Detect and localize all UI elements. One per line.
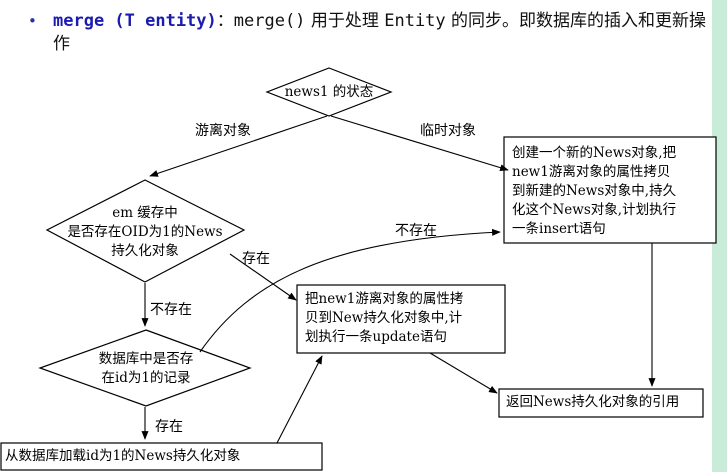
decision-db-label: 数据库中是否存 在id为1的记录 — [46, 350, 246, 388]
edge-label-db-exists: 存在 — [155, 419, 183, 435]
bullet-icon: • — [28, 12, 37, 30]
box-load-label: 从数据库加载id为1的News持久化对象 — [5, 448, 241, 464]
box-copy-line: 把new1游离对象的属性拷 — [305, 291, 464, 307]
edge-state-to-new — [330, 115, 509, 172]
decision-em-label: em 缓存中 是否存在OID为1的News 持久化对象 — [50, 204, 240, 261]
header-text-b: 的同步。即数据库的插入和更新操作 — [53, 11, 707, 54]
box-copy-shape — [296, 284, 506, 354]
box-load-shape — [0, 442, 323, 471]
edge-db-to-new — [199, 228, 501, 353]
header-colon: ： — [216, 11, 234, 31]
box-new-line: 创建一个新的News对象,把 — [512, 145, 677, 161]
slide-header: • merge (T entity)：merge() 用于处理 Entity 的… — [28, 10, 718, 56]
edge-em-to-copy — [229, 253, 297, 301]
decision-db-shape — [38, 329, 252, 407]
decision-db-line: 在id为1的记录 — [101, 370, 191, 386]
box-copy-line: 贝到New持久化对象中,计 — [305, 310, 463, 326]
decision-em-line: 持久化对象 — [111, 243, 179, 259]
edge-copy-to-return — [429, 352, 498, 394]
method-call: merge() — [233, 11, 306, 31]
box-return-label: 返回News持久化对象的引用 — [506, 394, 680, 410]
header-text-a: 用于处理 — [305, 11, 385, 31]
edge-label-db-not-exists: 不存在 — [395, 223, 437, 239]
method-signature: merge (T entity) — [53, 11, 217, 31]
edge-label-transient: 临时对象 — [420, 123, 476, 139]
box-new-line: 到新建的News对象中,持久 — [512, 183, 677, 199]
decision-em-line: 是否存在OID为1的News — [67, 224, 223, 240]
decision-em-shape — [45, 179, 246, 283]
header-text: merge (T entity)：merge() 用于处理 Entity 的同步… — [53, 10, 718, 56]
edge-state-to-em — [149, 115, 328, 177]
box-new-label: 创建一个新的News对象,把 new1游离对象的属性拷贝 到新建的News对象中… — [512, 144, 716, 239]
decision-state-shape — [265, 67, 393, 117]
box-return-shape — [498, 388, 704, 418]
box-new-shape — [503, 136, 717, 244]
box-new-line: new1游离对象的属性拷贝 — [512, 164, 671, 180]
edge-label-em-not-exists: 不存在 — [150, 302, 192, 318]
decision-db-line: 数据库中是否存 — [98, 351, 194, 367]
box-copy-label: 把new1游离对象的属性拷 贝到New持久化对象中,计 划执行一条update语… — [305, 290, 501, 347]
entity-word: Entity — [384, 11, 446, 31]
box-new-line: 一条insert语句 — [512, 221, 606, 237]
edge-label-detached: 游离对象 — [195, 123, 251, 139]
edge-load-to-copy — [276, 355, 323, 444]
decision-state-label: news1 的状态 — [284, 84, 374, 100]
decision-em-line: em 缓存中 — [112, 205, 178, 221]
edge-label-em-exists: 存在 — [242, 251, 270, 267]
box-new-line: 化这个News对象,计划执行 — [512, 202, 677, 218]
box-copy-line: 划执行一条update语句 — [305, 329, 447, 345]
